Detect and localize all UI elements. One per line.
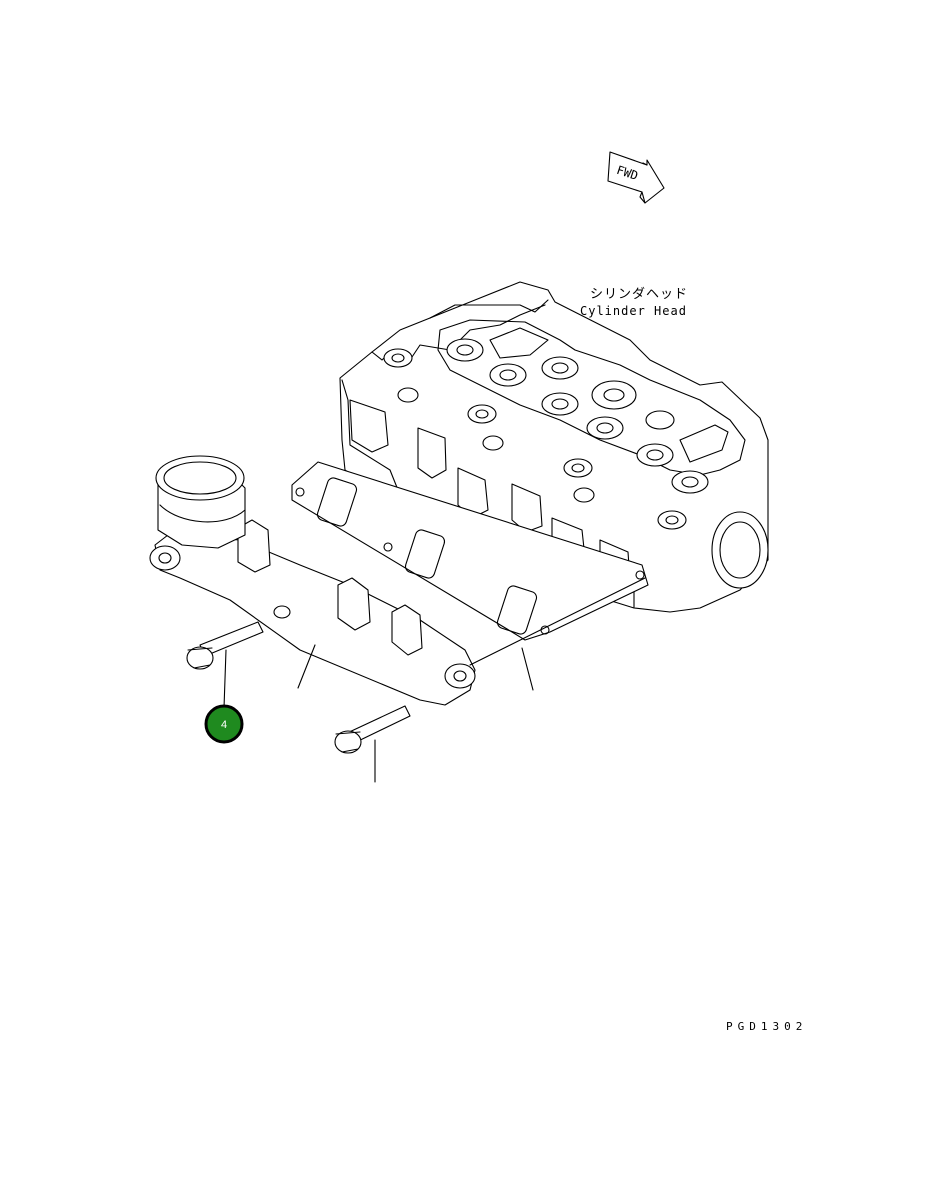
bolt-1: [186, 621, 264, 670]
leader-line-head: [469, 577, 646, 666]
leader-line-bolt-1: [223, 649, 227, 709]
cylinder-head-label-en: Cylinder Head: [580, 304, 687, 318]
callout-4[interactable]: 4: [204, 704, 244, 744]
fwd-label: FWD: [615, 163, 640, 183]
fwd-arrow-icon: FWD: [607, 151, 665, 204]
drawing-code: PGD1302: [726, 1020, 807, 1033]
callout-number[interactable]: 4: [221, 719, 227, 731]
cylinder-head-label-jp: シリンダヘッド: [590, 287, 688, 302]
leader-line-manifold: [297, 644, 316, 689]
leader-line-gasket: [521, 647, 534, 691]
exhaust-manifold: [149, 455, 476, 706]
bolt-2: [334, 705, 411, 754]
exhaust-manifold-gasket: [291, 461, 649, 641]
callout-marker[interactable]: [204, 704, 244, 744]
